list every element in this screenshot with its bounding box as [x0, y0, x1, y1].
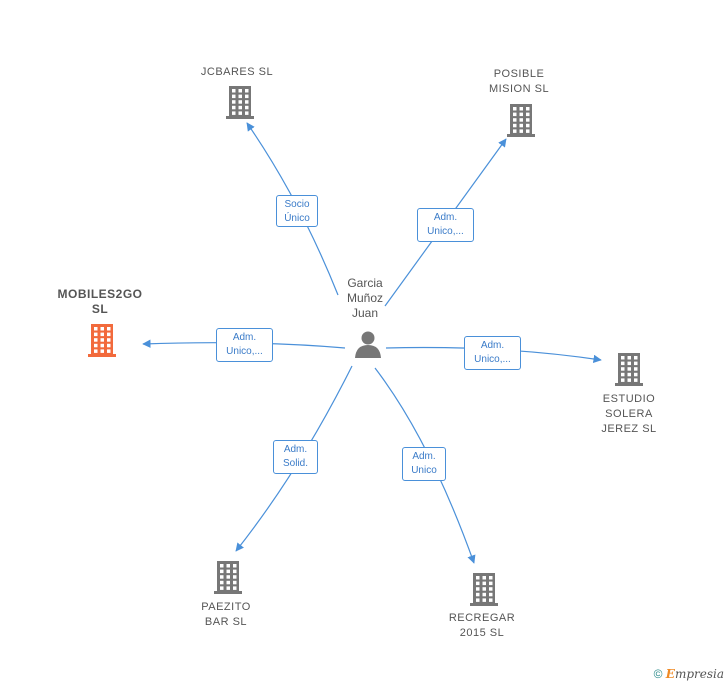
company-jcbares-label[interactable]: JCBARES SL: [200, 66, 274, 78]
relation-paezito-label[interactable]: Adm. Solid.: [273, 440, 318, 474]
relation-posible-label[interactable]: Adm. Unico,...: [417, 208, 474, 242]
relation-line: Unico: [411, 465, 437, 476]
company-estudio-building-icon[interactable]: [615, 353, 643, 386]
company-paezito-label[interactable]: PAEZITO BAR SL: [201, 601, 251, 628]
brand-e: E: [665, 667, 675, 681]
relation-line: Unico,...: [427, 226, 464, 237]
company-estudio-label[interactable]: ESTUDIO SOLERA JEREZ SL: [601, 393, 657, 435]
relation-line: Adm.: [412, 451, 436, 462]
person-icon[interactable]: [355, 331, 381, 359]
company-jcbares-building-icon[interactable]: [226, 86, 254, 119]
company-recregar-label[interactable]: RECREGAR 2015 SL: [448, 612, 516, 639]
brand-name: mpresia: [674, 667, 724, 681]
relation-line: Adm.: [433, 212, 458, 223]
company-mobiles-label[interactable]: MOBILES2GO SL: [57, 287, 143, 316]
relation-line: Solid.: [282, 458, 308, 469]
relation-line: Unico,...: [226, 346, 263, 357]
company-mobiles-building-icon[interactable]: [88, 324, 116, 357]
person-name[interactable]: Garcia Muñoz Juan: [346, 276, 384, 320]
relation-line: Adm.: [480, 340, 505, 351]
relation-line: Socio: [284, 199, 310, 210]
relation-line: Único: [284, 213, 310, 224]
relation-line: Adm.: [283, 444, 308, 455]
copyright-symbol: ©: [653, 667, 663, 681]
relation-line: Adm.: [232, 332, 257, 343]
relation-recregar-label[interactable]: Adm. Unico: [402, 447, 446, 481]
company-recregar-building-icon[interactable]: [470, 573, 498, 606]
relation-mobiles-label[interactable]: Adm. Unico,...: [216, 328, 273, 362]
company-posible-label[interactable]: POSIBLE MISION SL: [488, 68, 550, 95]
company-posible-building-icon[interactable]: [507, 104, 535, 137]
relation-estudio-label[interactable]: Adm. Unico,...: [464, 336, 521, 370]
relation-line: Unico,...: [474, 354, 511, 365]
empresia-watermark: © Empresia: [654, 667, 724, 681]
company-paezito-building-icon[interactable]: [214, 561, 242, 594]
